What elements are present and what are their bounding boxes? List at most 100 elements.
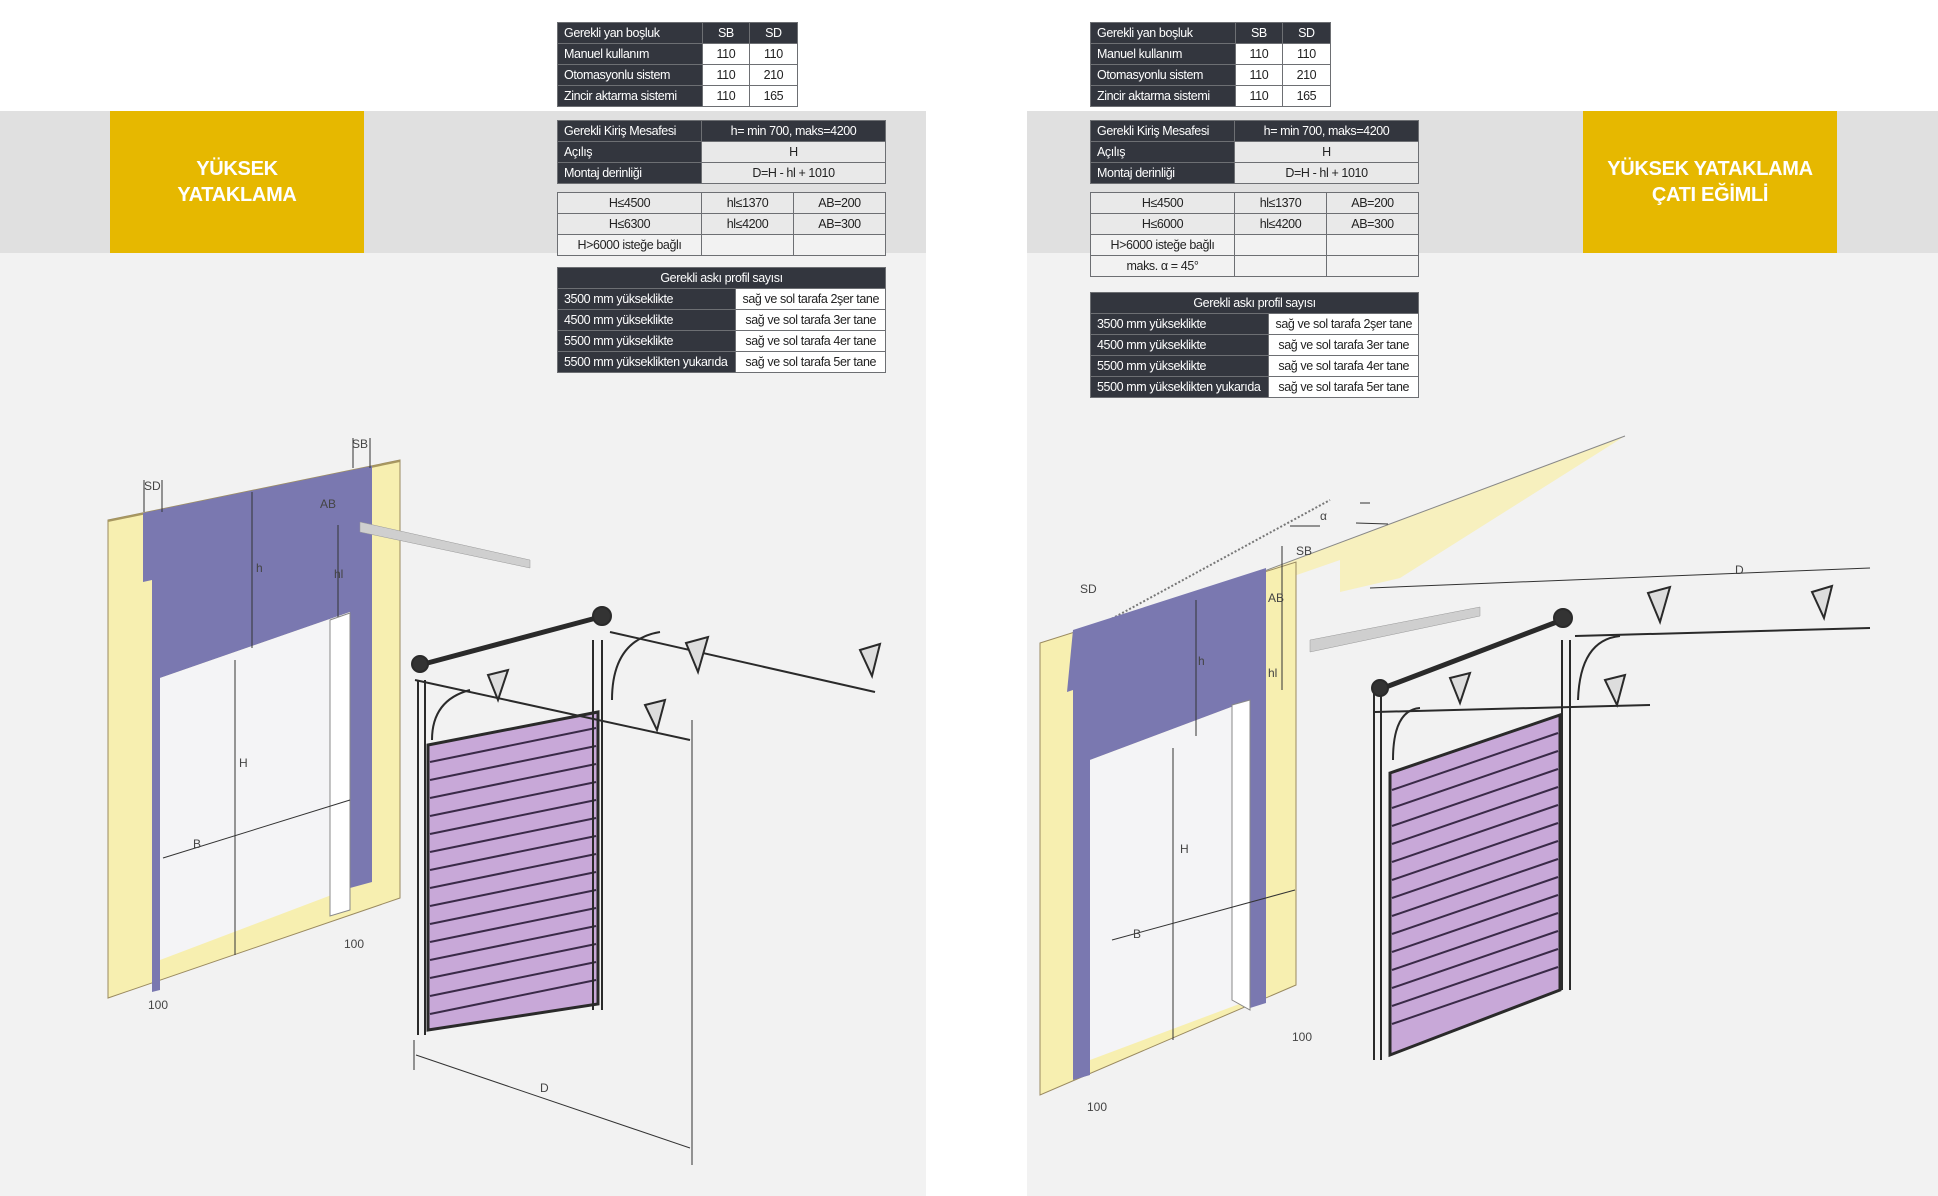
cell: H	[701, 141, 886, 163]
row-label: Açılış	[1090, 141, 1235, 163]
row-label: 5500 mm yükseklikte	[1089, 355, 1270, 377]
cell: 110	[1235, 85, 1283, 107]
row-label: 5500 mm yükseklikten yukarıda	[556, 351, 737, 373]
cell	[1326, 234, 1419, 256]
cell: AB=300	[1326, 213, 1419, 235]
row-label: Açılış	[557, 141, 702, 163]
cell	[1326, 255, 1419, 277]
label-B: B	[1133, 927, 1141, 941]
left-hanger-table: Gerekli askı profil sayısı 3500 mm yükse…	[556, 267, 886, 373]
table-header-row: Gerekli yan boşluk SB SD	[557, 22, 799, 44]
cell: 110	[1281, 43, 1332, 65]
row-label: Gerekli Kiriş Mesafesi	[557, 120, 702, 142]
row-label: Zincir aktarma sistemi	[1090, 85, 1236, 107]
cell: hl≤1370	[1234, 192, 1327, 214]
cell: H	[1234, 141, 1419, 163]
cell: sağ ve sol tarafa 2şer tane	[1268, 313, 1419, 335]
cell: D=H - hl + 1010	[701, 162, 886, 184]
cell: 110	[1235, 43, 1283, 65]
label-hl: hl	[1268, 666, 1277, 680]
label-B: B	[193, 837, 201, 851]
label-100-left: 100	[148, 998, 168, 1012]
cell: AB=200	[793, 192, 886, 214]
cell: AB=300	[793, 213, 886, 235]
cell: H≤4500	[557, 192, 702, 214]
label-hl: hl	[334, 567, 343, 581]
cell: 110	[1235, 64, 1283, 86]
cell: 210	[1281, 64, 1332, 86]
row-label: Manuel kullanım	[1090, 43, 1236, 65]
right-hanger-table: Gerekli askı profil sayısı 3500 mm yükse…	[1089, 292, 1419, 398]
table-header-row: Gerekli yan boşluk SB SD	[1090, 22, 1332, 44]
label-sb: SB	[352, 437, 368, 451]
row-label: Otomasyonlu sistem	[1090, 64, 1236, 86]
cell	[1234, 255, 1327, 277]
row-label: Otomasyonlu sistem	[557, 64, 703, 86]
cell: AB=200	[1326, 192, 1419, 214]
label-H: H	[1180, 842, 1189, 856]
row-label: Montaj derinliği	[557, 162, 702, 184]
table-header-cell: SD	[748, 22, 799, 44]
table-header-cell: Gerekli askı profil sayısı	[1090, 292, 1419, 314]
label-sd: SD	[1080, 582, 1097, 596]
cell: H≤6000	[1090, 213, 1235, 235]
row-label: 4500 mm yükseklikte	[1089, 334, 1270, 356]
row-label: 3500 mm yükseklikte	[1089, 313, 1270, 335]
label-h: h	[256, 561, 263, 575]
cell: 110	[702, 85, 750, 107]
table-header-cell: Gerekli yan boşluk	[557, 22, 703, 44]
label-100-left: 100	[1087, 1100, 1107, 1114]
lintel-shape	[143, 466, 372, 992]
sectional-door	[411, 606, 882, 1035]
row-label: Montaj derinliği	[1090, 162, 1235, 184]
row-label: 4500 mm yükseklikte	[556, 309, 737, 331]
table-row: H>6000 isteğe bağlı	[557, 234, 886, 256]
row-label: Manuel kullanım	[557, 43, 703, 65]
label-sd: SD	[144, 479, 161, 493]
table-header-cell: SD	[1281, 22, 1332, 44]
right-door-diagram: SD SB AB h hl α H B D 100 100	[1039, 435, 1871, 1114]
cell: 110	[702, 64, 750, 86]
cell: h= min 700, maks=4200	[701, 120, 886, 142]
label-ab: AB	[320, 497, 336, 511]
cell: sağ ve sol tarafa 3er tane	[1268, 334, 1419, 356]
right-side-clearance-table: Gerekli yan boşluk SB SD Manuel kullanım…	[1090, 22, 1332, 107]
table-header-cell: SB	[1235, 22, 1283, 44]
cell: H≤6300	[557, 213, 702, 235]
label-100-right: 100	[1292, 1030, 1312, 1044]
label-D: D	[540, 1081, 549, 1095]
label-100-right: 100	[344, 937, 364, 951]
label-alpha: α	[1320, 509, 1327, 523]
cell: sağ ve sol tarafa 5er tane	[735, 351, 886, 373]
cell: 110	[748, 43, 799, 65]
cell: hl≤4200	[701, 213, 794, 235]
cell: H>6000 isteğe bağlı	[557, 234, 702, 256]
table-header-row: Gerekli askı profil sayısı	[1090, 292, 1419, 314]
cell: 165	[1281, 85, 1332, 107]
row-label: 3500 mm yükseklikte	[556, 288, 737, 310]
cell	[1234, 234, 1327, 256]
cell: hl≤4200	[1234, 213, 1327, 235]
cell	[701, 234, 794, 256]
cell: h= min 700, maks=4200	[1234, 120, 1419, 142]
cell: sağ ve sol tarafa 4er tane	[1268, 355, 1419, 377]
table-header-row: Gerekli askı profil sayısı	[557, 267, 886, 289]
